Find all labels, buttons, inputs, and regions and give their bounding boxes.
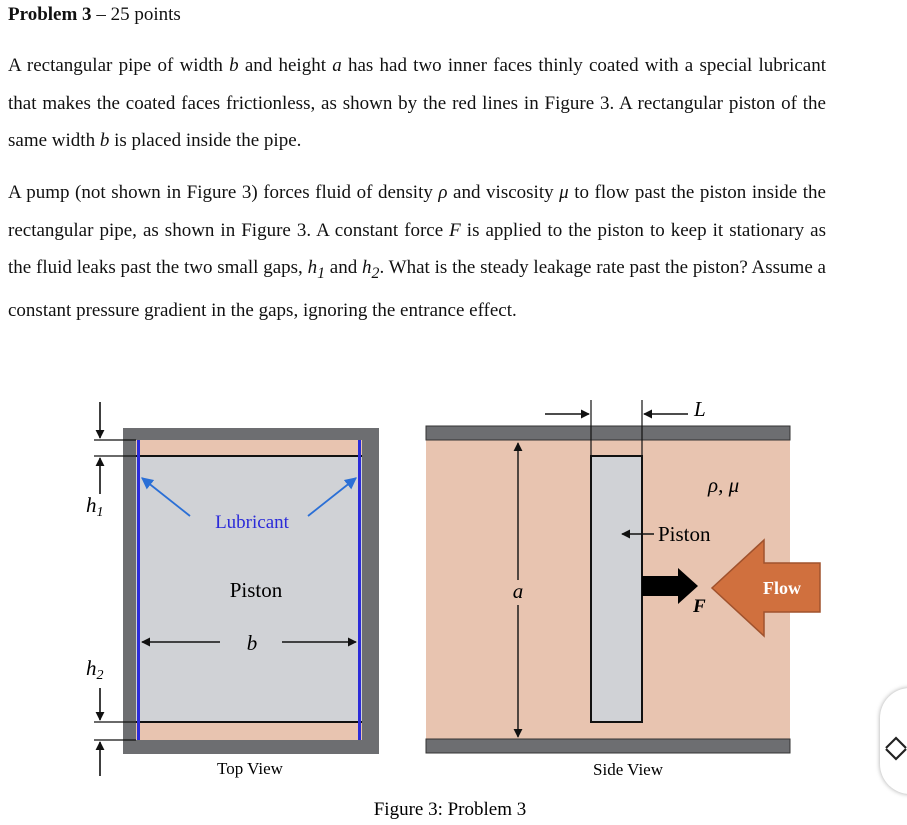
h1-label: h1 bbox=[86, 493, 104, 520]
problem-header: Problem 3 – 25 points bbox=[8, 4, 181, 26]
text: and bbox=[325, 257, 363, 278]
lubricant-pointer-right bbox=[307, 477, 357, 517]
symbol-h1: h bbox=[307, 257, 318, 278]
chevron-down-icon bbox=[885, 748, 907, 761]
symbol-h2-sub: 2 bbox=[371, 264, 380, 282]
b-label: b bbox=[247, 631, 258, 655]
text: . What is the steady leakage rate past t… bbox=[8, 257, 826, 322]
text: and viscosity bbox=[447, 182, 560, 203]
text: and height bbox=[238, 55, 333, 76]
symbol-F: F bbox=[449, 219, 461, 241]
text: to flow past the piston inside the recta… bbox=[8, 182, 826, 241]
problem-paragraph-2: A pump (not shown in Figure 3) forces fl… bbox=[8, 174, 826, 330]
side-view-bottom-wall bbox=[425, 738, 791, 754]
side-view-piston bbox=[590, 455, 643, 723]
side-view-caption: Side View bbox=[593, 760, 664, 779]
top-view-piston bbox=[136, 456, 362, 722]
a-label-bg bbox=[510, 580, 526, 602]
side-view: L a ρ, μ Piston F Flow Side View bbox=[425, 397, 821, 779]
text: A pump (not shown in Figure 3) forces fl… bbox=[8, 182, 439, 203]
problem-title: Problem 3 bbox=[8, 4, 92, 25]
text: is applied to the piston to keep it stat… bbox=[8, 219, 826, 279]
text: A rectangular pipe of width bbox=[8, 55, 230, 76]
text: has had two inner faces thinly coated wi… bbox=[8, 55, 826, 151]
force-arrow-icon bbox=[642, 568, 698, 604]
problem-paragraph-1: A rectangular pipe of width b and height… bbox=[8, 47, 826, 160]
problem-points: – 25 points bbox=[96, 4, 181, 25]
nav-up-button[interactable] bbox=[880, 688, 907, 741]
side-view-piston-label: Piston bbox=[658, 522, 711, 546]
text: is placed inside the pipe. bbox=[109, 130, 302, 151]
top-view-piston-label: Piston bbox=[230, 578, 283, 602]
symbol-b: b bbox=[229, 55, 239, 76]
chevron-up-icon bbox=[885, 736, 907, 749]
symbol-h2: h bbox=[362, 257, 372, 278]
lubricant-pointer-left bbox=[141, 477, 191, 517]
L-label: L bbox=[693, 397, 706, 421]
page-nav-widget bbox=[880, 688, 907, 794]
lubricant-label: Lubricant bbox=[215, 512, 290, 533]
nav-chevrons bbox=[885, 736, 907, 761]
flow-arrow-icon bbox=[710, 538, 821, 638]
side-view-top-wall bbox=[425, 425, 791, 441]
figure-caption: Figure 3: Problem 3 bbox=[374, 799, 527, 820]
top-view-caption: Top View bbox=[217, 759, 284, 778]
a-label: a bbox=[513, 579, 524, 603]
symbol-h1-sub: 1 bbox=[317, 264, 325, 282]
rho-mu-label: ρ, μ bbox=[707, 473, 739, 497]
top-view: h1 h2 Lubricant Piston b Top View bbox=[86, 402, 379, 778]
symbol-b: b bbox=[99, 130, 110, 151]
flow-label: Flow bbox=[763, 578, 801, 598]
symbol-rho: ρ bbox=[438, 182, 448, 203]
nav-down-button[interactable] bbox=[880, 741, 907, 794]
h2-label: h2 bbox=[86, 656, 104, 683]
symbol-a: a bbox=[332, 55, 342, 76]
symbol-mu: μ bbox=[559, 182, 569, 203]
F-label: F bbox=[692, 596, 706, 617]
